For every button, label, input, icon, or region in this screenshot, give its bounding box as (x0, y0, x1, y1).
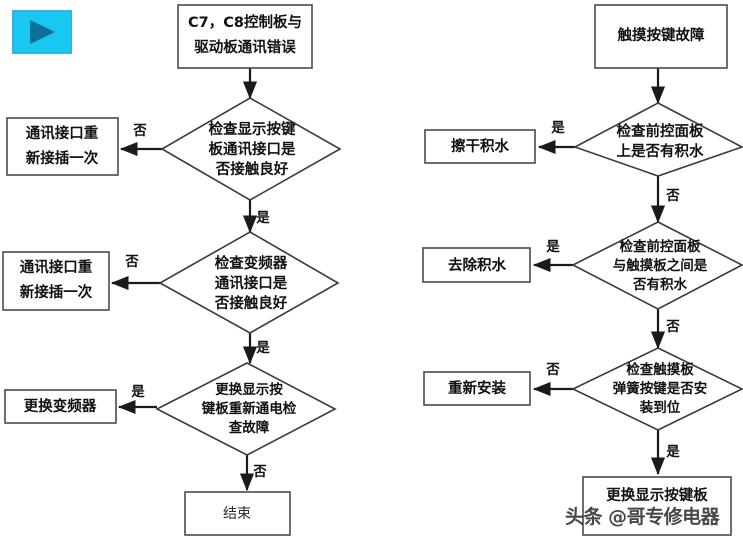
edge-label-R2-no: 否 (665, 319, 680, 335)
node-LA1-line-1: 通讯接口重 (26, 124, 99, 142)
node-L2-line-2: 通讯接口是 (215, 274, 288, 292)
node-L0-line-1: C7，C8控制板与 (188, 13, 302, 31)
edge-label-R2-yes: 是 (546, 239, 560, 255)
node-R2-line-2: 与触摸板之间是 (613, 257, 708, 274)
node-L0-box[interactable] (177, 4, 313, 69)
edge-label-L2-yes: 是 (256, 340, 270, 356)
edge-label-L2-no: 否 (124, 254, 139, 270)
node-R3-line-1: 检查触摸板 (626, 361, 694, 378)
node-L2-line-3: 否接触良好 (214, 294, 288, 312)
node-RA2-box[interactable] (422, 247, 531, 283)
node-L3-line-3: 查故障 (229, 419, 270, 436)
node-R2-line-3: 否有积水 (632, 276, 687, 293)
play-triangle-glyph (30, 20, 55, 44)
node-L3-diamond[interactable] (155, 362, 337, 456)
node-L1-line-1: 检查显示按键 (209, 120, 296, 138)
node-RA1-line-1: 擦干积水 (451, 137, 509, 155)
node-L1-diamond[interactable] (160, 97, 342, 201)
node-RA2-line-1: 去除积水 (448, 256, 506, 274)
node-LA3-box[interactable] (4, 389, 117, 424)
node-R2-diamond[interactable] (571, 221, 743, 310)
node-L0-line-2: 驱动板通讯错误 (194, 38, 296, 56)
node-LA2-line-1: 通讯接口重 (20, 258, 93, 276)
node-R0-line-1: 触摸按键故障 (618, 26, 705, 44)
edge-label-R1-no: 否 (665, 188, 680, 204)
node-R3-diamond[interactable] (571, 347, 743, 431)
node-LA3-line-1: 更换变频器 (24, 397, 97, 415)
node-R1-line-2: 上是否有积水 (617, 142, 704, 160)
edge-label-L1-yes: 是 (256, 210, 270, 226)
node-RA1-box[interactable] (424, 129, 536, 164)
edge-label-L1-no: 否 (132, 123, 147, 139)
node-L4-line-1: 结束 (223, 506, 251, 522)
edge-label-L3-yes: 是 (131, 384, 145, 400)
node-LA2-line-2: 新接插一次 (20, 283, 93, 301)
node-L4-box[interactable] (184, 491, 291, 536)
edge-label-R3-yes: 是 (666, 444, 680, 460)
node-R3-line-2: 弹簧按键是否安 (613, 380, 708, 397)
node-L3-line-2: 键板重新通电检 (201, 400, 297, 417)
node-LA1-box[interactable] (6, 117, 119, 176)
node-R2-line-1: 检查前控面板 (620, 238, 701, 255)
node-R1-diamond[interactable] (573, 102, 743, 177)
node-LA1-line-2: 新接插一次 (26, 149, 99, 167)
node-L1-line-2: 板通讯接口是 (209, 140, 296, 158)
node-R4-line-1: 更换显示按键板 (606, 486, 708, 504)
node-L1-line-3: 否接触良好 (215, 160, 289, 178)
edge-label-R1-yes: 是 (551, 120, 565, 136)
node-R0-box[interactable] (594, 4, 728, 69)
play-triangle-icon[interactable] (12, 10, 72, 54)
node-RA3-line-1: 重新安装 (448, 379, 506, 397)
node-LA2-box[interactable] (2, 251, 110, 311)
node-R3-line-3: 装到位 (639, 399, 681, 416)
node-L3-line-1: 更换显示按 (215, 381, 283, 398)
node-L2-diamond[interactable] (158, 231, 340, 334)
edge-label-L3-no: 否 (252, 464, 267, 480)
node-L2-line-1: 检查变频器 (215, 254, 288, 272)
node-R1-line-1: 检查前控面板 (617, 122, 704, 140)
node-R4-box[interactable] (582, 476, 732, 536)
edge-label-R3-no: 否 (545, 362, 560, 378)
node-RA3-box[interactable] (423, 371, 531, 406)
